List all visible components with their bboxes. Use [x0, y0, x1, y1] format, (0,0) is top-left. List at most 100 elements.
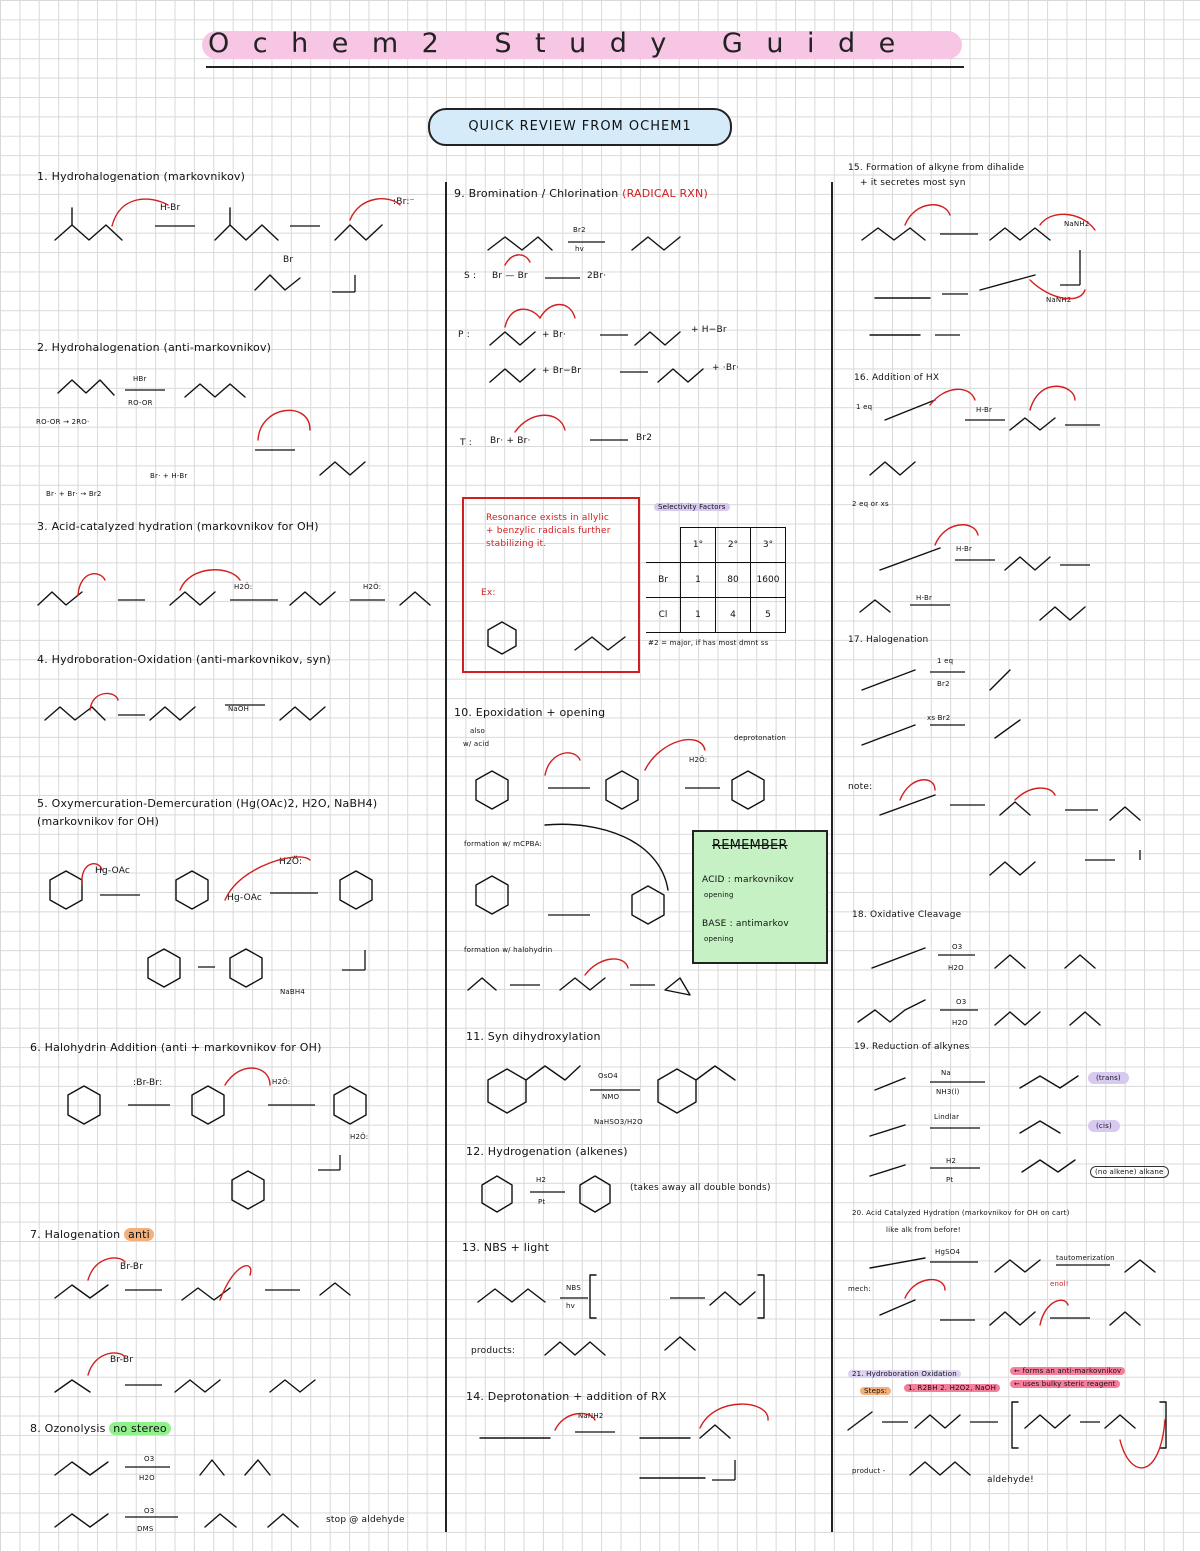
table-cell: 4 [715, 597, 751, 633]
h2o-label-10: H2Ö: [689, 756, 708, 764]
section-7-tag: anti [124, 1228, 154, 1241]
nanh2-label-15: NaNH2 [1064, 220, 1090, 228]
nabh4-label: NaBH4 [280, 988, 306, 996]
section-6-heading: 6. Halohydrin Addition (anti + markovnik… [30, 1041, 322, 1054]
section-16-heading: 16. Addition of HX [854, 373, 940, 383]
hgso4-label: HgSO4 [935, 1248, 961, 1256]
dms-label: DMS [137, 1525, 154, 1533]
two-br-radical: 2Br· [587, 271, 607, 281]
h2o-label-3b: H2Ö: [363, 583, 382, 591]
epox-also: also [470, 727, 485, 735]
epox-acid: w/ acid [463, 740, 490, 748]
section-20-heading: 20. Acid Catalyzed Hydration (markovniko… [852, 1209, 1070, 1217]
resonance-note-box [462, 497, 640, 673]
hv-label-9: hv [575, 245, 584, 253]
h2-label-12: H2 [536, 1176, 547, 1184]
section-2-heading: 2. Hydrohalogenation (anti-markovnikov) [37, 341, 272, 354]
br-product-label: Br [283, 255, 294, 265]
xs-br2-17: xs Br2 [927, 714, 951, 722]
section-9-label: 9. Bromination / Chlorination [454, 187, 619, 200]
o3-label-18b: O3 [956, 998, 967, 1006]
section-15-subheading: + it secretes most syn [860, 178, 966, 188]
h2o-label-18: H2O [948, 964, 964, 972]
zn-label: H2O [139, 1474, 155, 1482]
table-row: Cl 1 4 5 [646, 597, 786, 633]
page-title: Ochem2 Study Guide [208, 28, 919, 59]
products-label: products: [471, 1346, 516, 1356]
br2-label-7b: Br-Br [110, 1355, 134, 1365]
section-8-tag: no stereo [109, 1422, 171, 1435]
h2o-nucleophile-5: H2Ö: [279, 857, 303, 867]
section-14-heading: 14. Deprotonation + addition of RX [466, 1390, 667, 1403]
br2-label-9: Br2 [573, 226, 586, 234]
selectivity-header: Selectivity Factors [654, 503, 730, 511]
nmo-label: NMO [602, 1093, 620, 1101]
section-7-label: 7. Halogenation [30, 1228, 121, 1241]
section-7-heading: 7. Halogenation anti [30, 1228, 154, 1241]
h2o-label-18b: H2O [952, 1019, 968, 1027]
selectivity-note: #2 = major, if has most dmnt ss [648, 639, 769, 647]
br2-label-6: :Br-Br: [133, 1078, 163, 1088]
lindlar-label-19: Lindlar [934, 1113, 960, 1121]
section-5-subheading: (markovnikov for OH) [37, 815, 160, 828]
hbr-reagent: H-Br [160, 203, 181, 213]
table-cell: 5 [750, 597, 786, 633]
reaction-2-sketch [57, 379, 366, 476]
br-radical-label: + Br· [542, 330, 567, 340]
reaction-18-sketch [857, 947, 1101, 1026]
nbs-label: NBS [566, 1284, 581, 1292]
table-column-header: 3° [750, 527, 786, 563]
table-cell: 80 [715, 562, 751, 598]
br-radical-prod: + ·Br· [712, 363, 740, 373]
section-4-heading: 4. Hydroboration-Oxidation (anti-markovn… [37, 653, 331, 666]
pt-label-19: Pt [946, 1176, 954, 1184]
h2o-label-6: H2Ö: [272, 1078, 291, 1086]
trans-badge: (trans) [1088, 1072, 1129, 1084]
reaction-19-sketch [869, 1075, 1079, 1177]
h2o-label-6b: H2Ö: [350, 1133, 369, 1141]
one-eq-16: 1 eq [856, 403, 873, 411]
hv-label-13: hv [566, 1302, 575, 1310]
s2-initiation: RO-OR → 2RO· [36, 418, 90, 426]
h-br-product: + H−Br [691, 325, 727, 335]
mcpba-formation-label: formation w/ mCPBA: [464, 840, 543, 848]
termination-prod: Br2 [636, 433, 653, 443]
s21-note-b: ← uses bulky steric reagent [1010, 1380, 1120, 1388]
title-highlight [202, 31, 962, 59]
step-p-label: P : [458, 330, 470, 340]
note-label-17: note: [848, 782, 873, 792]
s21-steps-label: Steps: [860, 1387, 892, 1395]
table-cell: 1 [680, 597, 716, 633]
reaction-5-sketch [49, 856, 373, 988]
section-8-label: 8. Ozonolysis [30, 1422, 106, 1435]
nanh2-label: NaNH2 [578, 1412, 604, 1420]
base-opening-sub: opening [704, 935, 734, 943]
reaction-6-sketch [67, 1067, 367, 1210]
o3-label-2: O3 [144, 1507, 155, 1515]
o3-label: O3 [144, 1455, 155, 1463]
s2-termination: Br· + Br· → Br2 [46, 490, 102, 498]
br-br-prop: + Br−Br [542, 366, 582, 376]
stop-aldehyde-note: stop @ aldehyde [326, 1515, 405, 1525]
h2-label-19: H2 [946, 1157, 957, 1165]
s21-note-a: ← forms an anti-markovnikov [1010, 1367, 1126, 1375]
table-row-label: Br [646, 562, 681, 598]
reaction-8-sketch [54, 1459, 299, 1528]
section-21-heading: 21. Hydroboration Oxidation [848, 1370, 961, 1378]
section-1-heading: 1. Hydrohalogenation (markovnikov) [37, 170, 246, 183]
section-19-heading: 19. Reduction of alkynes [854, 1042, 970, 1052]
hydrogenation-note: (takes away all double bonds) [630, 1183, 771, 1193]
column-divider-left [445, 182, 447, 1532]
deprotonation-label: deprotonation [734, 734, 786, 742]
h2o-label-3: H2Ö: [234, 583, 253, 591]
br-br-label-9: Br — Br [492, 271, 528, 281]
s2-propagation: Br· + H-Br [150, 472, 188, 480]
section-15-heading: 15. Formation of alkyne from dihalide [848, 163, 1025, 173]
reaction-15-sketch [861, 204, 1096, 336]
tautomerization-label: tautomerization [1056, 1254, 1115, 1262]
section-20-subheading: like alk from before! [886, 1226, 961, 1234]
nanh2-label-15b: NaNH2 [1046, 296, 1072, 304]
section-17-heading: 17. Halogenation [848, 635, 929, 645]
selectivity-table: 1° 2° 3° Br 1 80 1600 Cl 1 4 5 [646, 527, 786, 633]
roor-reagent-2: RO-OR [128, 399, 153, 407]
